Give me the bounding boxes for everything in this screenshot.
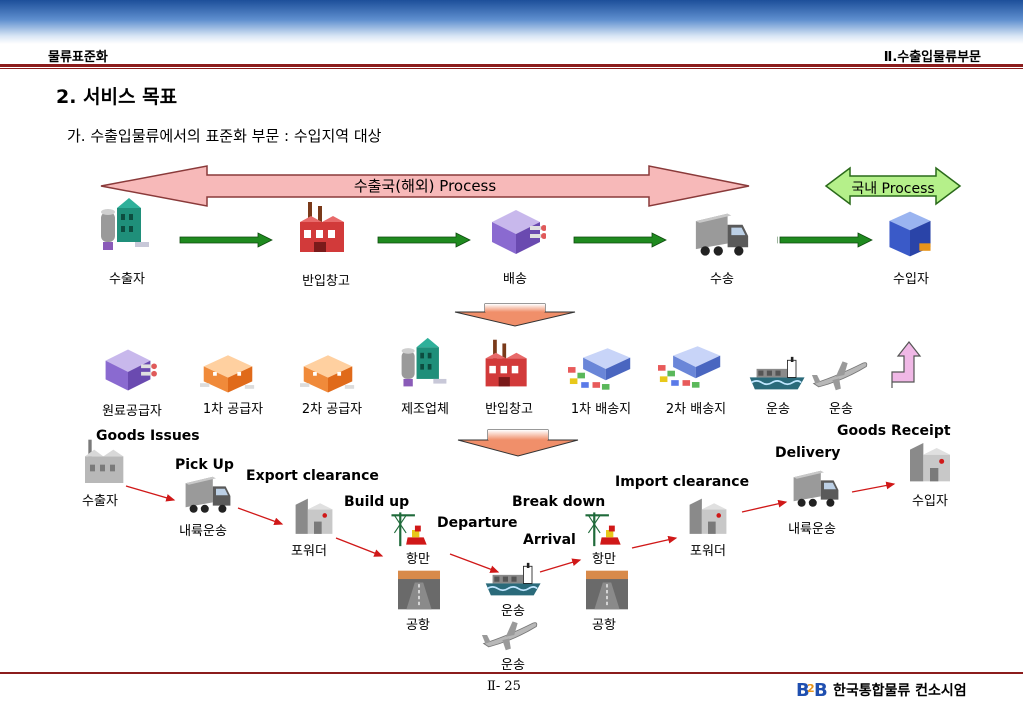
participant-label: 운송 [829,402,853,417]
participant-label: 1차 공급자 [202,402,264,417]
flow-node-label: 내륙운송 [179,524,227,539]
flow-label-pick-up: Pick Up [175,457,234,473]
step-arrows [179,232,778,248]
flow-arrow [237,507,284,525]
runway-icon [398,568,440,612]
step-arrow [377,232,471,248]
distribution-center-icon [568,344,634,392]
header-divider-thin [0,68,1023,69]
flow-node-label: 항만 [406,552,430,567]
flow-label-goods-receipt: Goods Receipt [837,423,951,439]
export-process-arrow [100,165,750,207]
distribution-center-icon [658,342,724,390]
airplane-icon [810,358,870,392]
flow-arrow [125,485,176,502]
participant-label: 2차 공급자 [301,402,363,417]
flow-node-label: 항만 [592,552,616,567]
page-subtitle: 가. 수출입물류에서의 표준화 부문 : 수입지역 대상 [67,127,382,145]
crane-icon [578,508,634,552]
step-label: 수입자 [893,272,929,287]
factory-icon [480,336,536,392]
participant-label: 2차 배송지 [665,402,727,417]
participant-label: 1차 배송지 [570,402,632,417]
page-number: Ⅱ- 25 [487,679,521,694]
flow-node-label: 운송 [501,604,525,619]
flow-node-label: 수출자 [82,494,118,509]
svg-text:B: B [814,680,828,700]
step-label: 수출자 [109,272,145,287]
truck-icon [788,466,844,514]
flow-arrow [631,535,678,549]
step-arrow-last [779,232,873,248]
header-band [0,0,1023,44]
participant-label: 제조업체 [401,402,449,417]
header-right: Ⅱ.수출입물류부문 [883,50,981,65]
export-process-label: 수출국(해외) Process [353,177,497,195]
import-process-arrow [824,166,962,206]
participant-label: 운송 [766,402,790,417]
step-arrow [573,232,667,248]
footer-divider [0,672,1023,674]
flow-label-build-up: Build up [344,494,410,510]
company-name: 한국통합물류 컨소시엄 [833,683,967,699]
flow-arrow [539,558,582,573]
flow-node-label: 포워더 [690,544,726,559]
header-left: 물류표준화 [48,50,108,65]
flow-label-import-clearance: Import clearance [615,474,750,490]
flow-node-label: 공항 [592,618,616,633]
step-label: 배송 [503,272,527,287]
return-arrow-icon [891,341,922,388]
crane-icon [384,508,440,552]
distribution-center-icon [296,344,360,400]
page-title: 2. 서비스 목표 [56,86,178,108]
flow-label-delivery: Delivery [775,445,841,461]
factory-icon [80,438,130,488]
warehouse-icon [95,196,155,256]
truck-icon [180,472,236,520]
warehouse-icon [286,494,342,540]
box-building-icon [882,206,938,262]
down-arrow [457,429,579,457]
step-label: 수송 [710,272,734,287]
participant-label: 원료공급자 [102,404,162,419]
company-logo: B 2 B [796,680,828,700]
down-arrow [454,303,576,327]
distribution-center-icon [98,342,158,398]
ship-icon [484,562,544,598]
flow-label-departure: Departure [437,515,518,531]
flow-node-label: 공항 [406,618,430,633]
flow-node-label: 포워더 [291,544,327,559]
flow-arrow [851,481,896,493]
ship-icon [748,356,808,392]
warehouse-icon [396,336,452,392]
participant-label: 반입창고 [485,402,533,417]
step-label: 반입창고 [302,274,350,289]
airplane-icon [480,618,540,652]
svg-text:B: B [796,680,810,700]
flow-arrow [741,499,788,513]
svg-text:2: 2 [807,682,815,695]
flow-node-label: 내륙운송 [788,522,836,537]
flow-node-label: 수입자 [912,494,948,509]
step-arrow [179,232,273,248]
flow-label-break-down: Break down [512,494,606,510]
header-divider [0,64,1023,67]
runway-icon [586,568,628,612]
flow-label-export-clearance: Export clearance [246,468,379,484]
flow-label-goods-issues: Goods Issues [96,428,200,444]
flow-node-label: 운송 [501,658,525,673]
flow-arrow [335,537,384,557]
distribution-center-icon [196,344,260,400]
import-process-label: 국내 Process [851,181,935,197]
warehouse-icon [902,438,958,488]
warehouse-icon [680,494,736,540]
factory-icon [294,198,354,258]
flow-label-arrival: Arrival [523,532,576,548]
